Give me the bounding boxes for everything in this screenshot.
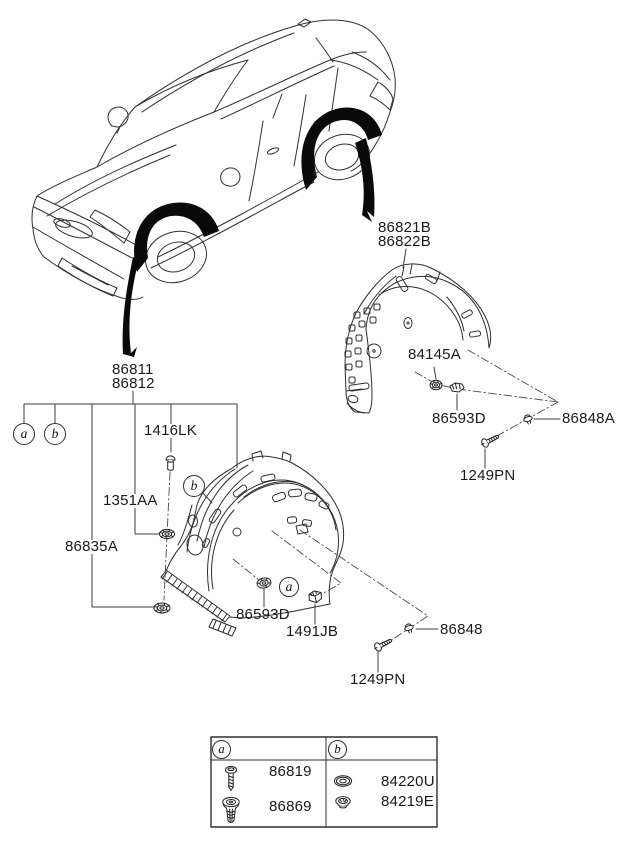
marker-b-pointer bbox=[201, 491, 213, 504]
nut-84145A-icon bbox=[429, 379, 443, 391]
callout-front-grommet: 86593D bbox=[236, 606, 290, 623]
legend-table-frame bbox=[210, 736, 438, 828]
marker-b-letter: b bbox=[190, 478, 198, 493]
side-mirror-right bbox=[220, 167, 241, 187]
rear-arch-highlight bbox=[301, 107, 382, 222]
anchor-nut-icon bbox=[222, 796, 240, 823]
front-arch-pointer-swoosh bbox=[122, 257, 139, 357]
washer-1351AA-icon bbox=[159, 528, 175, 540]
headlamp bbox=[89, 209, 131, 244]
antenna-fin bbox=[297, 18, 312, 28]
legend-part-86819: 86819 bbox=[269, 763, 312, 780]
callout-front-washer: 1351AA bbox=[101, 492, 160, 509]
front-guard-serrated-strip bbox=[160, 569, 237, 637]
screw-front-1249PN-icon bbox=[374, 638, 393, 652]
rear-wheel-guard-part bbox=[344, 263, 492, 414]
marker-a-bracket: a bbox=[13, 423, 35, 445]
callout-front-rivet: 1416LK bbox=[142, 422, 199, 439]
push-nut-86835A-icon bbox=[153, 602, 171, 614]
legend-b-letter: b bbox=[334, 742, 341, 756]
callout-front-screw: 1249PN bbox=[350, 671, 406, 688]
grommet-icon bbox=[335, 796, 351, 809]
leader-84145A bbox=[433, 366, 437, 380]
legend-marker-b: b bbox=[328, 740, 347, 759]
tail-lamp bbox=[369, 81, 394, 111]
clip-rear-86848A-icon bbox=[523, 414, 533, 425]
leader-lines bbox=[23, 248, 561, 673]
door-handle bbox=[266, 147, 280, 155]
marker-a-letter: a bbox=[20, 426, 28, 441]
side-mirror-left bbox=[107, 106, 129, 134]
legend-icons bbox=[222, 765, 353, 823]
rear-arch-pointer-swoosh bbox=[355, 138, 375, 222]
callout-rear-guard-upper: 86821B bbox=[378, 219, 431, 236]
callout-rear-guard-lower: 86822B bbox=[378, 233, 431, 250]
grommet-rear-86593D-icon bbox=[449, 382, 465, 393]
car-body bbox=[31, 18, 396, 300]
marker-b-bracket: b bbox=[44, 423, 66, 445]
legend-part-84220U: 84220U bbox=[381, 773, 435, 790]
callout-front-clip: 86848 bbox=[440, 621, 483, 638]
clip-1491JB-icon bbox=[308, 590, 322, 603]
leader-1351AA bbox=[134, 403, 160, 535]
callout-rear-clip: 86848A bbox=[562, 410, 615, 427]
leader-rear-guard bbox=[402, 248, 407, 269]
washer-icon bbox=[333, 775, 353, 787]
marker-a-letter: a bbox=[285, 579, 293, 594]
legend-marker-a: a bbox=[212, 740, 231, 759]
screw-rear-1249PN-icon bbox=[481, 434, 500, 448]
callout-rear-nut: 84145A bbox=[408, 346, 461, 363]
car-illustration bbox=[31, 18, 396, 357]
callout-rear-screw: 1249PN bbox=[460, 467, 516, 484]
rear-guard-hole-grid bbox=[344, 303, 381, 384]
legend-part-86869: 86869 bbox=[269, 798, 312, 815]
marker-b-letter: b bbox=[51, 426, 59, 441]
marker-b-front-guard: b bbox=[183, 475, 205, 497]
legend-a-letter: a bbox=[218, 742, 225, 756]
bumper-intake bbox=[57, 257, 118, 297]
callout-front-guard-lower: 86812 bbox=[112, 375, 155, 392]
fasteners bbox=[153, 379, 533, 652]
front-arch-highlight bbox=[122, 202, 219, 357]
marker-a-front-guard: a bbox=[279, 577, 299, 597]
legend-part-84219E: 84219E bbox=[381, 793, 434, 810]
clip-front-86848-icon bbox=[404, 623, 414, 634]
callout-front-clip-nut: 1491JB bbox=[286, 623, 339, 640]
screw-icon bbox=[225, 765, 237, 791]
callout-rear-grommet: 86593D bbox=[432, 410, 486, 427]
rivet-1416LK-icon bbox=[165, 455, 176, 471]
brand-badge-icon bbox=[53, 218, 71, 228]
callout-front-guard-upper: 86811 bbox=[112, 361, 154, 378]
grommet-front-86593D-icon bbox=[256, 577, 272, 589]
callout-front-strip: 86835A bbox=[63, 538, 120, 555]
leader-86835A bbox=[91, 403, 155, 608]
